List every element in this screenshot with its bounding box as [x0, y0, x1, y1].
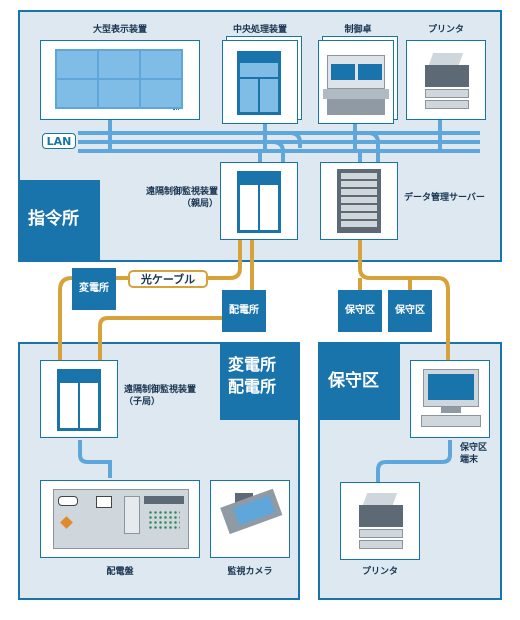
- printer-top-label: プリンタ: [427, 25, 464, 35]
- large-display[interactable]: [40, 40, 200, 120]
- printer-top[interactable]: [406, 40, 486, 120]
- remote-parent-label: 遠隔制御監視装置 （親局）: [118, 186, 218, 210]
- large-display-label: 大型表示装置: [92, 25, 147, 35]
- remote-parent-unit[interactable]: [220, 162, 298, 240]
- remote-child-line1: 遠隔制御監視装置: [124, 385, 197, 395]
- printer-bottom-label: プリンタ: [361, 567, 398, 577]
- camera-label: 監視カメラ: [227, 567, 273, 577]
- display-led-icon: [173, 109, 179, 113]
- terminal-line2: 端末: [460, 455, 479, 465]
- data-server-unit[interactable]: [320, 162, 398, 240]
- cpu-rack-icon: [237, 51, 281, 115]
- display-screen: [55, 49, 183, 109]
- data-server-label: データ管理サーバー: [404, 193, 485, 203]
- maintenance-tag-1: 保守区: [338, 290, 382, 332]
- remote-parent-line1: 遠隔制御監視装置: [145, 187, 218, 197]
- console-unit[interactable]: [318, 40, 394, 124]
- distribution-board-icon: [53, 489, 189, 549]
- terminal-label: 保守区 端末: [460, 442, 487, 466]
- server-rack-icon: [337, 169, 381, 233]
- substation-zone-line1: 変電所: [228, 355, 277, 374]
- hq-zone-text: 指令所: [28, 209, 79, 229]
- terminal-unit[interactable]: [410, 360, 490, 438]
- remote-child-line2: （子局）: [124, 397, 161, 407]
- distribution-board-label: 配電盤: [106, 567, 134, 577]
- printer-bottom[interactable]: [340, 482, 420, 560]
- remote-child-rack-icon: [57, 369, 101, 431]
- optical-cable-label: 光ケーブル: [128, 270, 208, 288]
- terminal-line1: 保守区: [460, 443, 488, 453]
- substation-tag: 変電所: [72, 268, 116, 310]
- console-desk-icon: [323, 55, 389, 115]
- cpu-label: 中央処理装置: [232, 25, 287, 35]
- camera-unit[interactable]: [210, 480, 290, 558]
- remote-parent-rack-icon: [237, 171, 281, 233]
- maintenance-tag-2: 保守区: [388, 290, 432, 332]
- maintenance-zone-text: 保守区: [328, 371, 379, 391]
- console-label: 制御卓: [344, 25, 372, 35]
- distribution-tag: 配電所: [222, 290, 266, 332]
- printer-bottom-icon: [359, 493, 403, 551]
- distribution-board-unit[interactable]: [40, 480, 200, 558]
- remote-child-label: 遠隔制御監視装置 （子局）: [124, 384, 196, 408]
- hq-zone-label: 指令所: [18, 180, 100, 262]
- substation-zone-label: 変電所 配電所: [220, 342, 300, 420]
- cpu-unit[interactable]: [222, 40, 298, 124]
- lan-label: LAN: [42, 133, 76, 149]
- remote-child-unit[interactable]: [40, 360, 118, 438]
- camera-icon: [220, 488, 283, 543]
- printer-icon: [425, 53, 469, 111]
- substation-zone-line2: 配電所: [228, 377, 277, 396]
- maintenance-zone-label: 保守区: [318, 342, 400, 420]
- terminal-icon: [421, 369, 481, 431]
- remote-parent-line2: （親局）: [181, 199, 218, 209]
